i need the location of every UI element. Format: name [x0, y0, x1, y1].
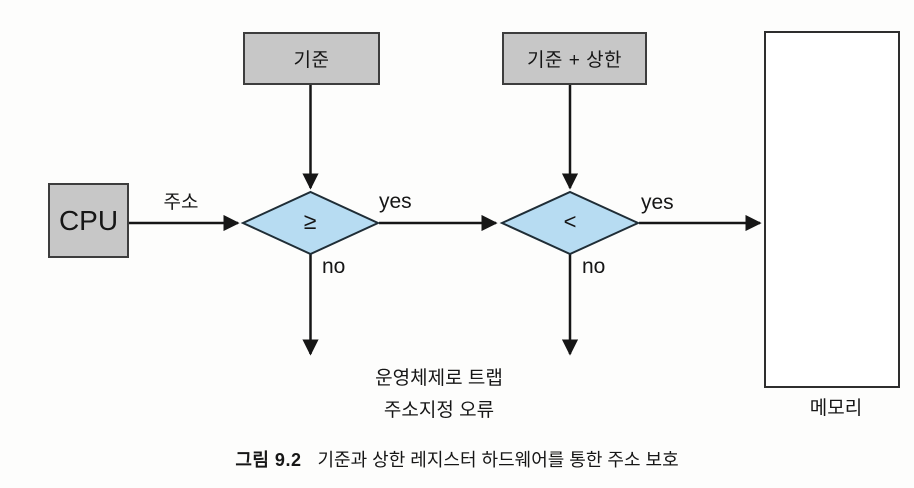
trap-text-line1: 운영체제로 트랩 — [375, 368, 503, 389]
yes-label-first: yes — [379, 190, 412, 213]
figure-caption: 그림 9.2 기준과 상한 레지스터 하드웨어를 통한 주소 보호 — [0, 446, 914, 472]
cpu-label: CPU — [58, 204, 119, 236]
memory-box — [764, 31, 900, 388]
base-plus-limit-label: 기준 + 상한 — [526, 50, 623, 71]
gte-operator: ≥ — [303, 208, 317, 234]
lt-operator: < — [563, 209, 577, 234]
yes-label-second: yes — [641, 191, 674, 214]
base-plus-limit-register-box: 기준 + 상한 — [502, 32, 647, 85]
figure-number: 그림 9.2 — [235, 450, 302, 470]
figure-title: 기준과 상한 레지스터 하드웨어를 통한 주소 보호 — [317, 450, 679, 470]
base-register-label: 기준 — [293, 50, 330, 71]
address-edge-label: 주소 — [163, 192, 199, 213]
memory-label: 메모리 — [809, 398, 863, 419]
trap-text: 운영체제로 트랩 주소지정 오류 — [375, 363, 503, 427]
cpu-box: CPU — [48, 183, 129, 258]
trap-text-line2: 주소지정 오류 — [383, 400, 495, 421]
decision-diamond-lt — [499, 190, 641, 256]
no-label-first: no — [322, 255, 346, 278]
no-label-second: no — [582, 255, 606, 278]
base-register-box: 기준 — [243, 32, 380, 85]
decision-diamond-gte — [240, 190, 381, 256]
